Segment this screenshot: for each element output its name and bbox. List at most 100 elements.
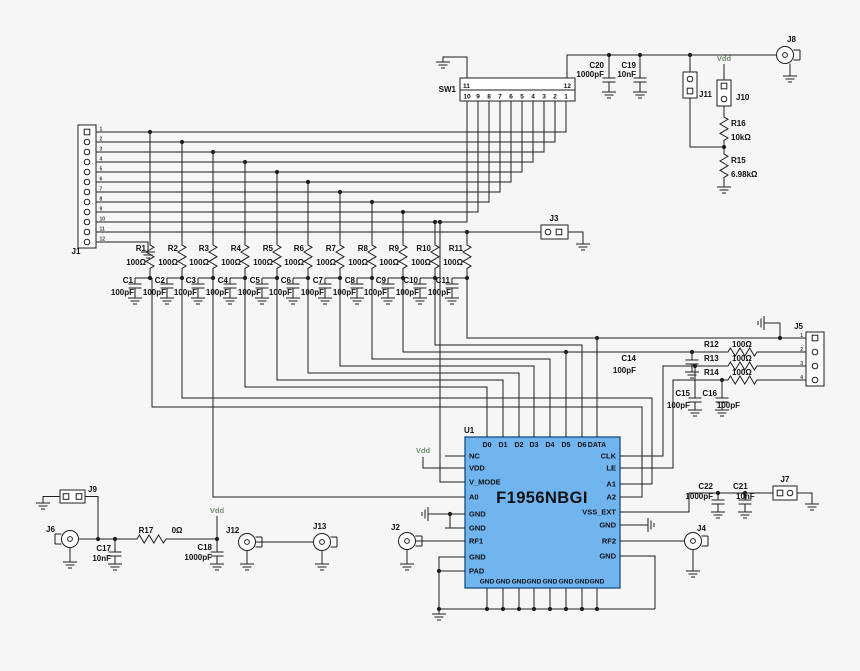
c22-ref-label: C22 <box>698 482 713 491</box>
r14-ref-label: R14 <box>704 368 719 377</box>
j1-pin-number: 1 <box>100 127 103 133</box>
j9-body[interactable] <box>59 489 86 504</box>
capacitor-value-label: 100pF <box>333 288 356 297</box>
j5-pin <box>811 348 819 356</box>
ic-pin-label: LE <box>606 464 616 473</box>
junction-dot <box>274 169 280 175</box>
ic-pin-label: RF2 <box>602 537 616 546</box>
c20-value-label: 1000pF <box>576 70 604 79</box>
j3-body[interactable] <box>540 224 569 240</box>
j10-pin <box>720 95 728 103</box>
r17-ref-label: R17 <box>139 526 154 535</box>
j1-pin-number: 10 <box>100 217 106 223</box>
r15-value-label: 6.98kΩ <box>731 170 758 179</box>
sw1-pin-number: 4 <box>531 94 535 101</box>
wire <box>69 538 217 562</box>
resistor-value-label: 100Ω <box>189 258 209 267</box>
j3-pin <box>555 228 563 236</box>
capacitor-value-label: 100pF <box>301 288 324 297</box>
ic-pin-label: GND <box>480 579 495 586</box>
j7-ref-label: J7 <box>781 475 790 484</box>
junction-dot <box>436 568 442 574</box>
j2-ref-label: J2 <box>391 523 400 532</box>
junction-dot <box>547 606 553 612</box>
j1-pin <box>83 148 91 156</box>
c16-value-label: 100pF <box>717 401 740 410</box>
labels: SW1 11 12 C20 1000pF C19 10nF J11 Vdd J1… <box>46 35 804 563</box>
ic-part-number: F1956NBGI <box>496 489 588 507</box>
junction-dot <box>436 606 442 612</box>
j12-ref-label: J12 <box>226 526 240 535</box>
ic-pin-label: D0 <box>483 442 492 449</box>
resistor-ref-label: R11 <box>449 244 464 253</box>
sw1-pin-number: 3 <box>542 94 546 101</box>
capacitor-ref-label: C9 <box>376 276 387 285</box>
j1-pin <box>83 198 91 206</box>
capacitor-value-label: 100pF <box>396 288 419 297</box>
junction-dot <box>721 144 727 150</box>
j8-ref-label: J8 <box>787 35 796 44</box>
sw1-pin-number: 5 <box>520 94 524 101</box>
connector-j7[interactable] <box>772 485 798 501</box>
wire <box>96 101 468 223</box>
r16-ref-label: R16 <box>731 119 746 128</box>
connector-j11[interactable] <box>682 71 698 99</box>
junction-dot <box>214 536 220 542</box>
resistor-ref-label: R4 <box>231 244 242 253</box>
j7-body[interactable] <box>772 485 798 501</box>
j5-body[interactable] <box>805 331 825 387</box>
wire <box>212 278 465 498</box>
j1-pin-number: 9 <box>100 207 103 213</box>
junction-dot <box>95 536 101 542</box>
resistor-ref-label: R6 <box>294 244 305 253</box>
connector-j9[interactable] <box>59 489 86 504</box>
junction-dot <box>563 606 569 612</box>
ic-pin-label: VDD <box>469 464 485 473</box>
c15-value-label: 100pF <box>667 401 690 410</box>
junction-dot <box>637 52 643 58</box>
j1-pin <box>83 168 91 176</box>
ic-pin-label: GND <box>496 579 511 586</box>
ic-pin-label: A0 <box>469 493 479 502</box>
j11-pin <box>686 75 694 83</box>
wire <box>96 101 556 143</box>
ic-pin-label: D4 <box>546 442 555 449</box>
j1-pin <box>83 158 91 166</box>
wire <box>96 101 479 213</box>
resistor-ref-label: R1 <box>136 244 147 253</box>
resistor-value-label: 100Ω <box>411 258 431 267</box>
j1-body[interactable] <box>77 124 97 249</box>
junction-dot <box>692 363 698 369</box>
capacitor-value-label: 100pF <box>143 288 166 297</box>
ic-pin-label: GND <box>469 553 486 562</box>
sw1-switch[interactable] <box>459 77 576 102</box>
junction-dot <box>179 139 185 145</box>
j9-ref-label: J9 <box>88 485 97 494</box>
capacitor-ref-label: C8 <box>345 276 356 285</box>
ic-pin-label: GND <box>599 521 616 530</box>
connector-j3[interactable] <box>540 224 569 240</box>
j1-pin <box>83 218 91 226</box>
ic-u1[interactable] <box>464 436 621 589</box>
junction-dot <box>305 179 311 185</box>
j1-pin <box>83 188 91 196</box>
j11-body[interactable] <box>682 71 698 99</box>
ic-pin-label: D2 <box>515 442 524 449</box>
r12-ref-label: R12 <box>704 340 719 349</box>
j1-pin-number: 2 <box>100 137 103 143</box>
j7-pin <box>786 489 794 497</box>
connector-j1[interactable] <box>77 124 97 249</box>
j10-body[interactable] <box>716 79 732 107</box>
junction-dot <box>594 335 600 341</box>
j1-pin <box>83 138 91 146</box>
junction-dot <box>210 149 216 155</box>
resistor-ref-label: R8 <box>358 244 369 253</box>
ic-pin-label: GND <box>590 579 605 586</box>
j9-pin <box>75 493 83 500</box>
resistor-ref-label: R2 <box>168 244 179 253</box>
connector-j5[interactable] <box>805 331 825 387</box>
connector-j10[interactable] <box>716 79 732 107</box>
capacitor-value-label: 100pF <box>269 288 292 297</box>
ic-pin-label: GND <box>469 524 486 533</box>
